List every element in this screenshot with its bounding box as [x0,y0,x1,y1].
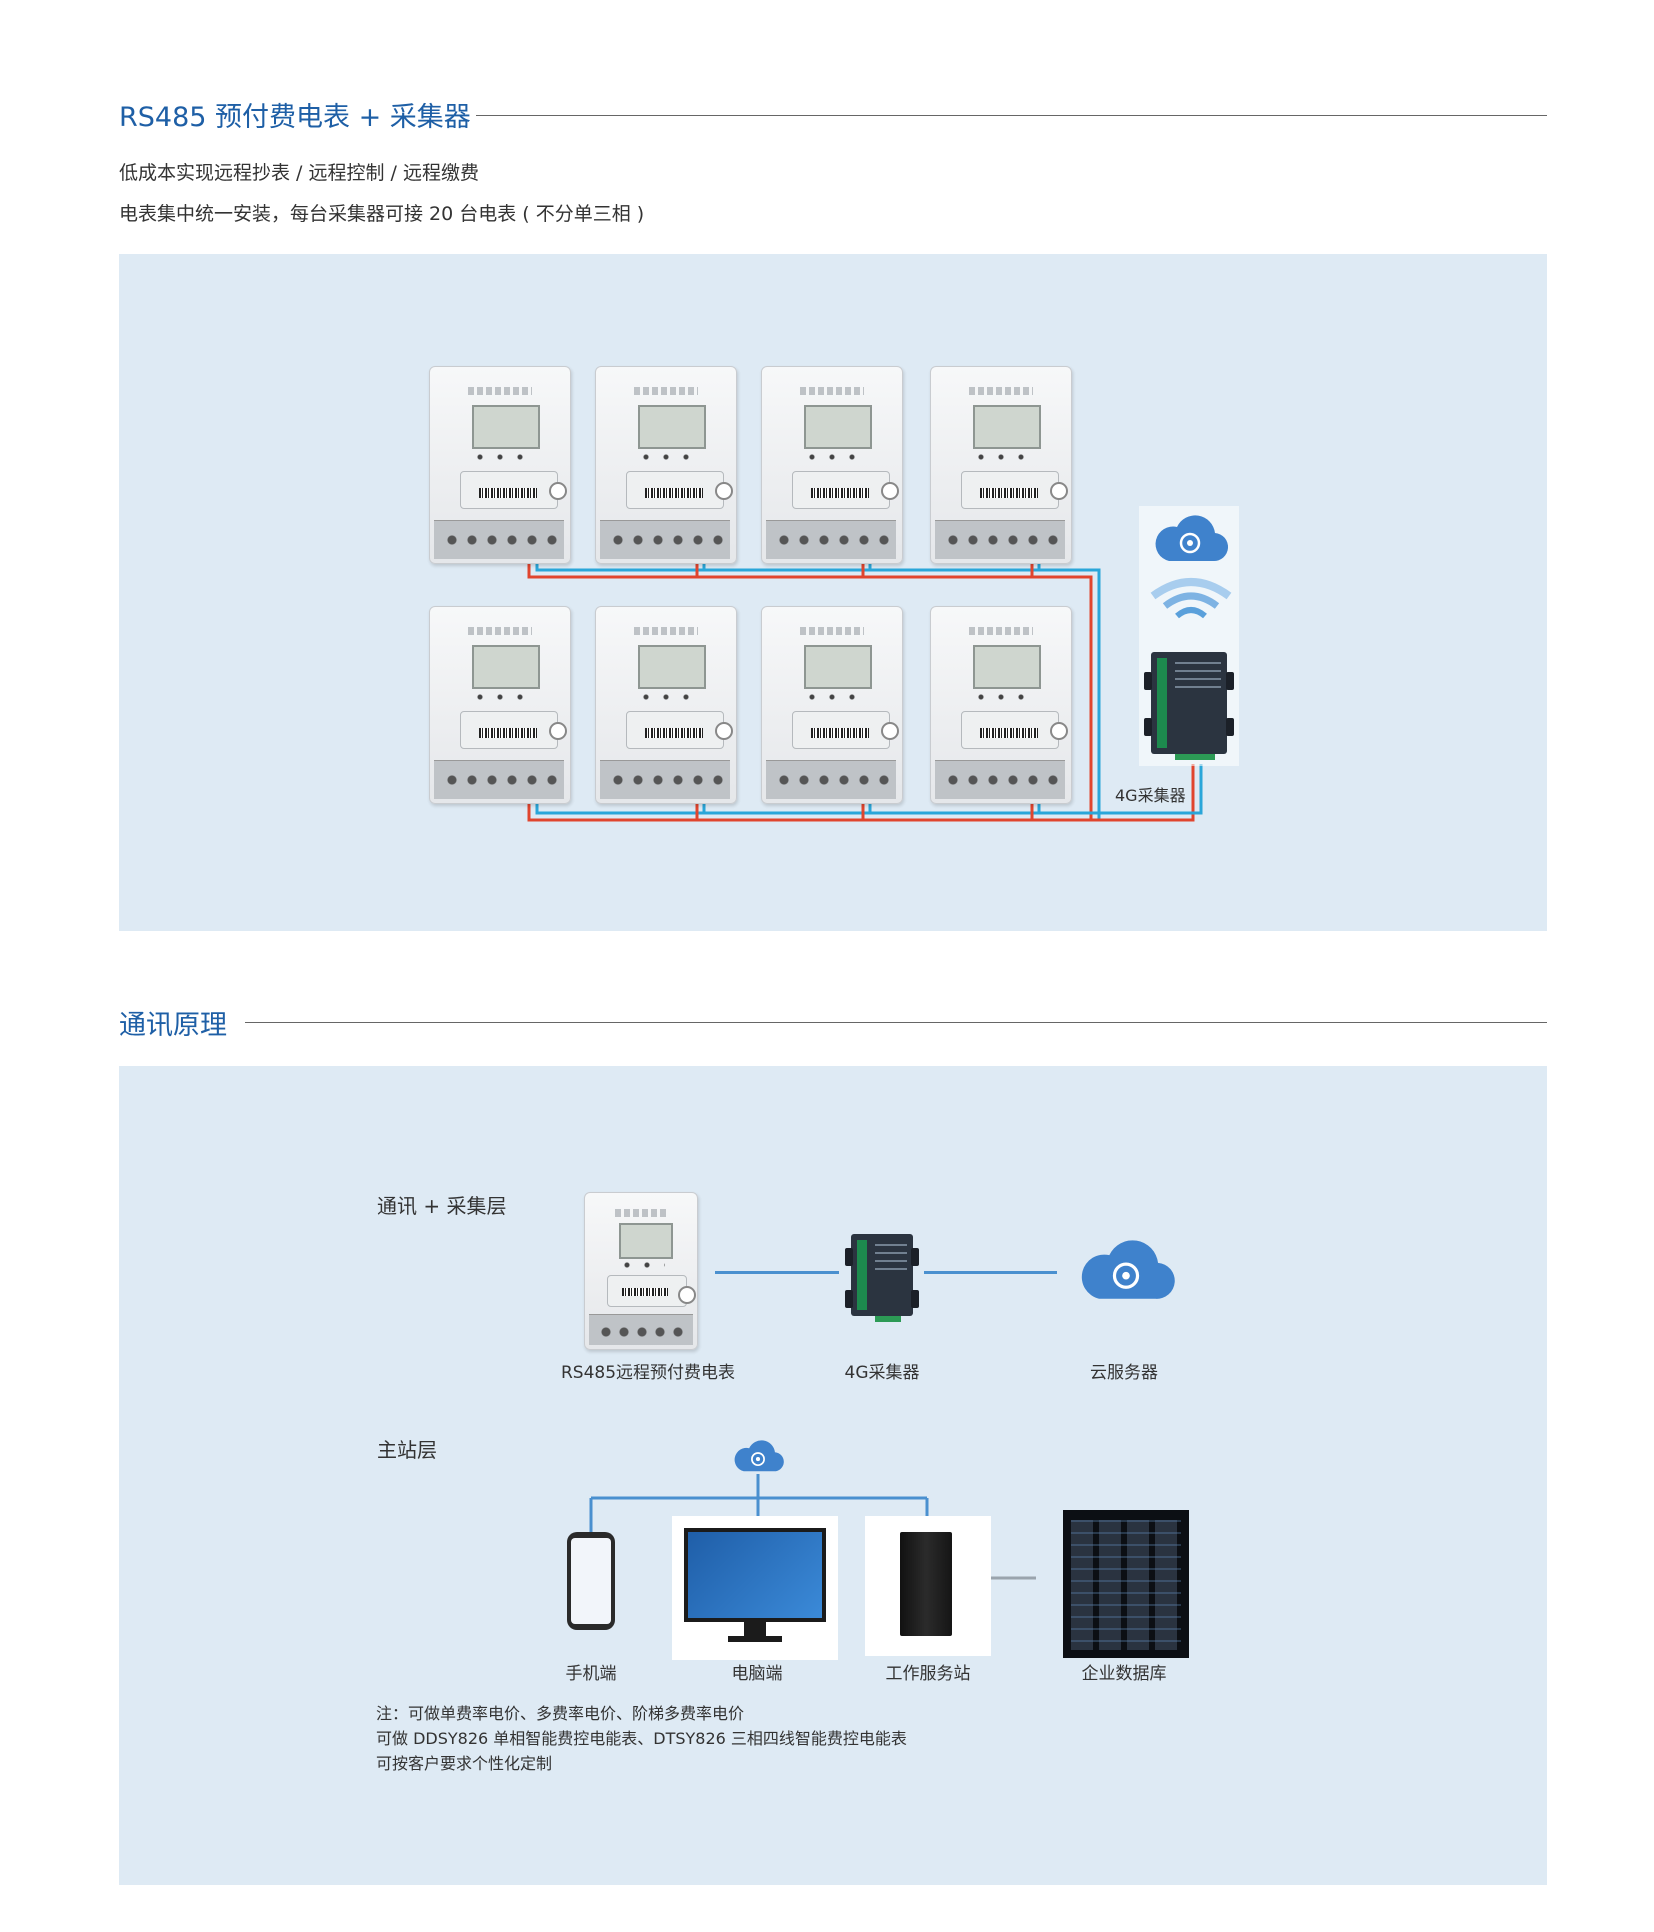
cloud-icon [1081,1240,1175,1299]
collector-icon [845,1234,919,1322]
section-title-communication: 通讯原理 [119,1010,227,1041]
cloud-icon [734,1440,784,1472]
meter-icon [761,606,903,804]
phone-icon [567,1532,615,1630]
rs485-wiring [527,554,1203,822]
label-pc: 电脑端 [731,1664,783,1684]
server-tower-icon [900,1532,952,1636]
label-collector: 4G采集器 [844,1363,920,1383]
title-divider [476,115,1547,116]
label-phone: 手机端 [565,1664,617,1684]
section-title-rs485: RS485 预付费电表 + 采集器 [119,102,471,133]
label-workstation: 工作服务站 [885,1664,971,1684]
note-line-2: 可做 DDSY826 单相智能费控电能表、DTSY826 三相四线智能费控电能表 [376,1729,907,1748]
label-database: 企业数据库 [1081,1664,1167,1684]
link-line [715,1271,839,1274]
topology-panel: 4G采集器 [119,254,1547,931]
note-line-1: 注：可做单费率电价、多费率电价、阶梯多费率电价 [376,1704,745,1723]
meter-icon [595,366,737,564]
label-cloud-server: 云服务器 [1090,1363,1158,1383]
collector-icon [1144,652,1234,760]
note-line-3: 可按客户要求个性化定制 [376,1754,553,1773]
description-line-2: 电表集中统一安装，每台采集器可接 20 台电表 ( 不分单三相 ) [119,203,645,225]
meter-icon [584,1192,698,1350]
meter-icon [429,606,571,804]
meter-icon [930,366,1072,564]
layer-label-acquisition: 通讯 + 采集层 [377,1194,507,1218]
server-rack-icon [1063,1510,1189,1658]
label-meter: RS485远程预付费电表 [561,1363,736,1383]
meter-icon [595,606,737,804]
meter-icon [429,366,571,564]
title-divider [245,1022,1547,1023]
meter-icon [930,606,1072,804]
monitor-icon [684,1528,826,1642]
link-line [924,1271,1057,1274]
master-tree-lines [589,1474,1036,1580]
meter-icon [761,366,903,564]
layer-label-master: 主站层 [377,1438,437,1462]
wifi-signal-icon [1150,578,1232,619]
description-line-1: 低成本实现远程抄表 / 远程控制 / 远程缴费 [119,162,479,184]
collector-label: 4G采集器 [1115,786,1186,805]
architecture-panel: 通讯 + 采集层 RS485远程预付费电表 4G采集器 云服务器 主站层 [119,1066,1547,1885]
cloud-icon [1155,515,1229,562]
